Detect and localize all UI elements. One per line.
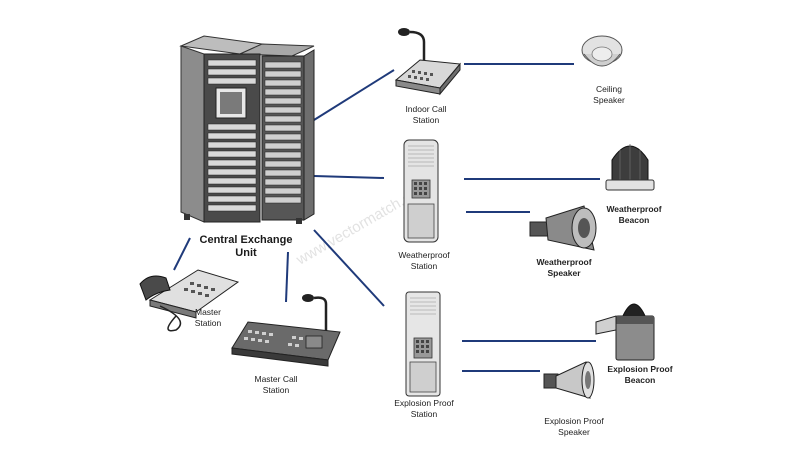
- indoor-call-label-1: Indoor Call: [405, 104, 446, 114]
- weatherproof-speaker-label-2: Speaker: [547, 268, 581, 278]
- central-exchange-label-1: Central Exchange: [200, 234, 293, 246]
- weatherproof-speaker-icon: [529, 205, 597, 251]
- master-call-station-label-1: Master Call: [255, 374, 298, 384]
- master-station-label-1: Master: [195, 307, 221, 317]
- central-exchange-unit-icon: [179, 35, 315, 224]
- weatherproof-beacon-label-2: Beacon: [619, 215, 650, 225]
- explosion-proof-speaker-icon: [543, 361, 595, 399]
- weatherproof-beacon-icon: [605, 144, 655, 191]
- master-station-icon: [139, 269, 240, 332]
- explosion-proof-speaker-label-1: Explosion Proof: [544, 416, 604, 426]
- weatherproof-station-label-1: Weatherproof: [398, 250, 450, 260]
- weatherproof-station-label-2: Station: [411, 261, 438, 271]
- weatherproof-speaker-label-1: Weatherproof: [536, 257, 591, 267]
- master-call-station-icon: [231, 294, 341, 367]
- weatherproof-station-icon: [403, 139, 439, 243]
- explosion-proof-station-label-2: Station: [411, 409, 438, 419]
- explosion-proof-beacon-icon: [595, 303, 655, 361]
- central-exchange-label-2: Unit: [235, 247, 257, 259]
- link-central-wp-station: [313, 175, 385, 179]
- ceiling-speaker-label-1: Ceiling: [596, 84, 622, 94]
- indoor-call-station-icon: [394, 28, 461, 96]
- master-station-label-2: Station: [195, 318, 222, 328]
- ceiling-speaker-label-2: Speaker: [593, 95, 625, 105]
- explosion-proof-station-label-1: Explosion Proof: [394, 398, 454, 408]
- link-central-indoor: [313, 69, 395, 121]
- ceiling-speaker-icon: [581, 35, 623, 67]
- explosion-proof-beacon-label-1: Explosion Proof: [607, 364, 672, 374]
- connection-lines: [173, 63, 600, 372]
- link-central-ex-station: [313, 229, 385, 307]
- link-central-master: [173, 237, 191, 271]
- link-central-master-call: [285, 251, 289, 303]
- master-call-station-label-2: Station: [263, 385, 290, 395]
- indoor-call-label-2: Station: [413, 115, 440, 125]
- explosion-proof-station-icon: [405, 291, 441, 397]
- explosion-proof-beacon-label-2: Beacon: [625, 375, 656, 385]
- explosion-proof-speaker-label-2: Speaker: [558, 427, 590, 437]
- weatherproof-beacon-label-1: Weatherproof: [606, 204, 661, 214]
